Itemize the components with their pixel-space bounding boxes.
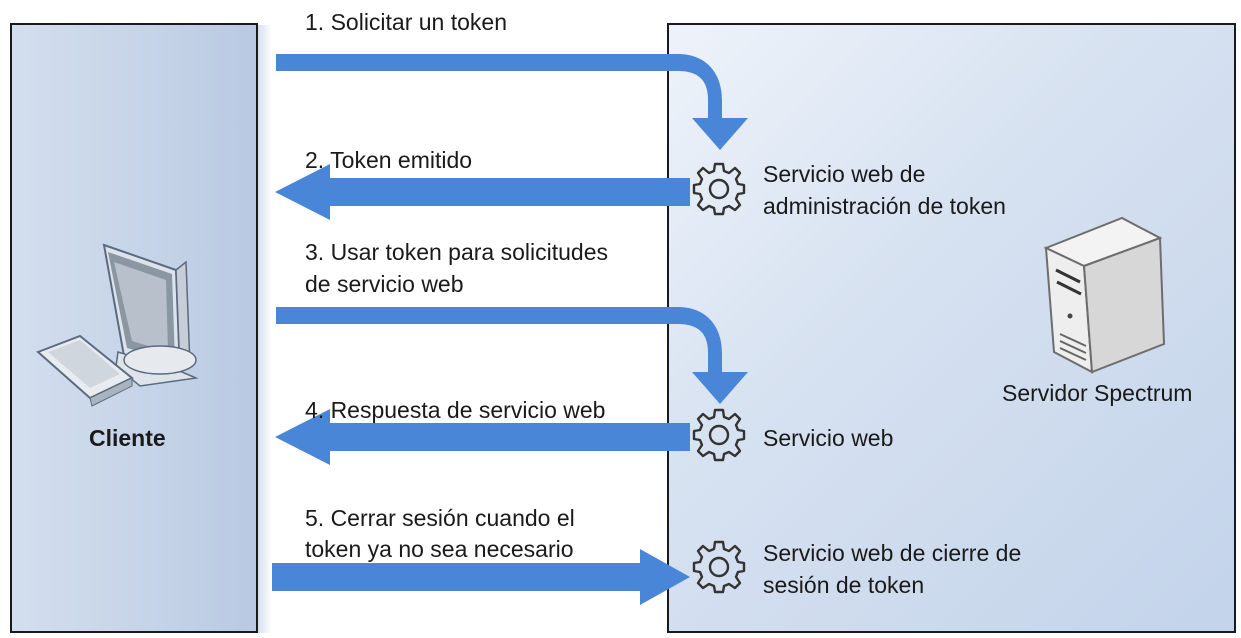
gear-icon-web-service [692, 408, 746, 462]
logout-service-line2: sesión de token [763, 572, 925, 598]
step-2-label: 2. Token emitido [305, 147, 473, 173]
arrow-logout [272, 549, 690, 605]
arrow-token-issued [275, 164, 690, 220]
token-admin-service-line1: Servicio web de [763, 161, 926, 187]
client-label: Cliente [89, 425, 166, 451]
arrow-request-token [276, 54, 748, 150]
arrow-web-service-response [275, 409, 690, 465]
computer-icon [36, 243, 199, 407]
server-label: Servidor Spectrum [1002, 380, 1193, 406]
step-3-label-line2: de servicio web [305, 271, 464, 297]
step-5-label-line2: token ya no sea necesario [305, 536, 574, 562]
gear-icon-logout [692, 540, 746, 594]
token-admin-service-line2: administración de token [763, 193, 1006, 219]
server-icon [1043, 216, 1166, 374]
client-panel-shadow [258, 25, 272, 633]
logout-service-line1: Servicio web de cierre de [763, 540, 1022, 566]
arrow-use-token [276, 307, 748, 404]
step-1-label: 1. Solicitar un token [305, 9, 508, 35]
web-service-label: Servicio web [763, 425, 894, 451]
step-5-label-line1: 5. Cerrar sesión cuando el [305, 505, 575, 531]
step-4-label: 4. Respuesta de servicio web [305, 397, 606, 423]
gear-icon-token-admin [692, 162, 746, 216]
step-3-label-line1: 3. Usar token para solicitudes [305, 239, 608, 265]
